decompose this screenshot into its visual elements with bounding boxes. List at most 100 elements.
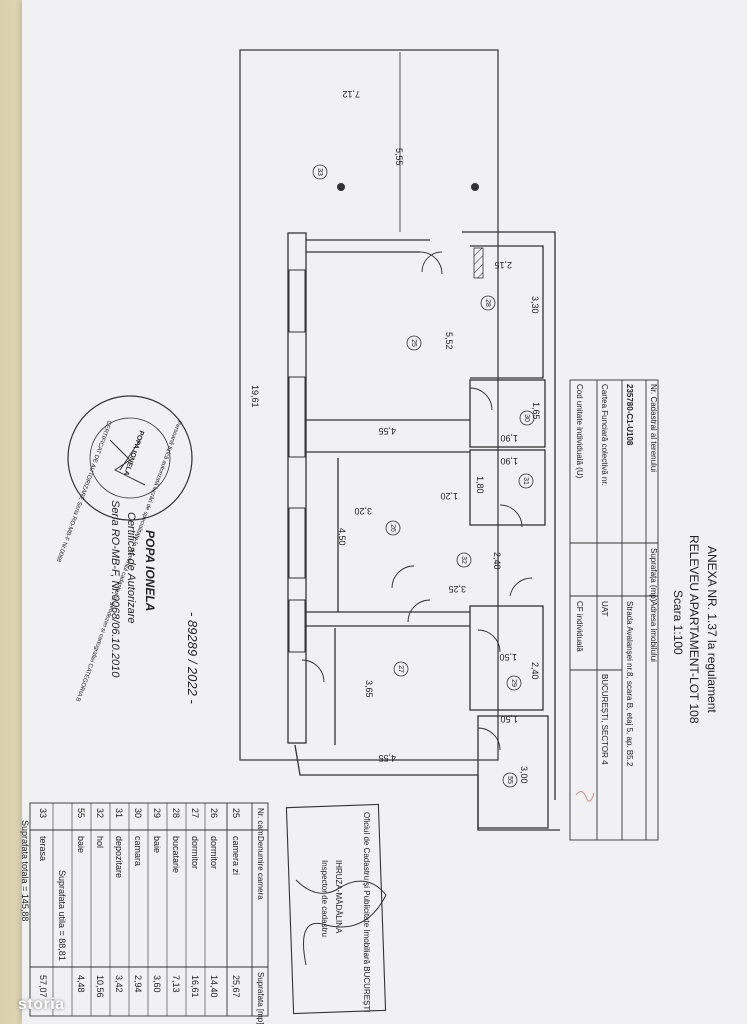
room-row-number: 32 — [95, 808, 105, 818]
handwritten-number: - 89289 / 2022 - — [185, 612, 200, 704]
dimension-labels: 7,12 5,55 19,61 2,15 3,30 5,52 4,55 1,65… — [250, 89, 541, 784]
cadastral-id: 235780-C1-U108 — [625, 384, 634, 446]
cadastral-table-text: Nr. Cadastral al terenului Suprafața (mp… — [575, 384, 658, 767]
certificate-name: POPA IONELA — [143, 530, 157, 611]
room-row-area: 3,60 — [152, 975, 162, 993]
room-number: 28 — [484, 299, 491, 307]
room-row-number: 55 — [76, 808, 86, 818]
dim-label: 3,00 — [519, 766, 529, 784]
room-number: 32 — [460, 556, 467, 564]
room-row-number: 28 — [171, 808, 181, 818]
document-header: ANEXA NR. 1.37 la regulament RELEVEU APA… — [671, 535, 719, 724]
cadastral-cell: Cod unitate individuală (U) — [575, 384, 584, 479]
stamp-cert-text: CERTIFICAT DE AUTORIZARE Seria RO-MB-F N… — [55, 419, 112, 563]
useful-area-total: Suprafata utila = 88,81 — [57, 870, 67, 961]
windows — [288, 269, 306, 653]
dim-label: 7,12 — [342, 89, 360, 99]
cadastral-cell: Nr. Cadastral al terenului — [649, 384, 658, 472]
room-number: 55 — [506, 776, 513, 784]
annex-line: ANEXA NR. 1.37 la regulament — [705, 546, 719, 713]
stamp-signature — [109, 439, 146, 486]
cadastral-cell: CF individuală — [575, 601, 584, 652]
document-scale: Scara 1:100 — [671, 590, 685, 655]
room-markers — [312, 164, 535, 788]
room-row-name: bucatarie — [171, 836, 181, 873]
rooms-table-rows — [52, 803, 206, 1016]
room-row-name: baie — [152, 836, 162, 853]
room-row-name: depozitare — [114, 836, 124, 878]
apartment-walls — [287, 231, 560, 831]
room-number: 29 — [510, 679, 517, 687]
room-row-name: dormitor — [190, 836, 200, 869]
room-row-area: 3,42 — [114, 975, 124, 993]
room-row-area: 2,94 — [133, 975, 143, 993]
dim-label: 1,90 — [500, 433, 518, 443]
ocpi-seal: Oficiul de Cadastru și Publicitate Imobi… — [285, 803, 387, 1015]
dim-label: 1,80 — [475, 476, 485, 494]
certificate-title: Certificat de Autorizare — [125, 512, 137, 623]
dim-label: 5,55 — [394, 148, 404, 166]
room-row-name: terasa — [38, 836, 48, 861]
certificate-text: POPA IONELA Certificat de Autorizare Ser… — [109, 500, 157, 678]
rooms-header: Suprafata [mp] — [256, 972, 265, 1024]
dim-label: 3,20 — [354, 506, 372, 516]
dim-label: 4,55 — [378, 753, 396, 763]
dim-label: 3,65 — [364, 680, 374, 698]
room-row-number: 26 — [209, 808, 219, 818]
cadastral-table — [569, 379, 659, 841]
room-row-number: 30 — [133, 808, 143, 818]
room-row-area: 57,07 — [38, 975, 48, 998]
dim-label: 2,40 — [492, 552, 502, 570]
dim-label: 4,50 — [337, 528, 347, 546]
room-row-number: 27 — [190, 808, 200, 818]
room-row-area: 16,61 — [190, 975, 200, 998]
cadastral-cell: Adresa imobilului — [649, 601, 658, 662]
rooms-header: Nr. cam. — [256, 808, 265, 838]
stamp-center-name: POPA IONELA — [122, 429, 145, 476]
storia-watermark: storia — [18, 996, 65, 1013]
floor-plan — [239, 49, 560, 831]
cadastral-cell: BUCUREȘTI, SECTOR 4 — [600, 674, 609, 765]
dim-label: 1,20 — [440, 491, 458, 501]
cadastral-cell: UAT — [600, 601, 609, 617]
room-row-area: 10,56 — [95, 975, 105, 998]
room-row-number: 33 — [38, 808, 48, 818]
dim-label: 3,30 — [530, 296, 540, 314]
room-row-number: 25 — [231, 808, 241, 818]
room-row-name: camera zi — [231, 836, 241, 875]
seal-role: Inspector de cadastru — [320, 860, 329, 937]
dim-label: 2,15 — [494, 260, 512, 270]
rooms-table-text: Nr. cam. Denumire camera Suprafata [mp] … — [20, 808, 265, 1024]
room-row-name: hol — [95, 836, 105, 848]
cadastral-cell: Strada Avalanșei nr.8, scara B, etaj 5, … — [625, 601, 634, 767]
document-title: RELEVEU APARTAMENT-LOT 108 — [687, 535, 701, 724]
paper-sheet — [22, 0, 747, 1024]
room-row-area: 4,48 — [76, 975, 86, 993]
dim-label: 19,61 — [250, 385, 260, 408]
room-number: 25 — [410, 339, 417, 347]
room-number-labels: 33 28 25 30 31 26 32 29 27 55 — [316, 168, 530, 784]
room-row-number: 31 — [114, 808, 124, 818]
room-row-number: 29 — [152, 808, 162, 818]
dim-label: 2,40 — [530, 662, 540, 680]
dim-label: 1,50 — [500, 714, 518, 724]
signature — [295, 879, 387, 966]
room-row-area: 7,13 — [171, 975, 181, 993]
cadastral-cell: Cartea Funciară colectivă nr. — [600, 384, 609, 486]
dim-label: 1,65 — [531, 402, 541, 420]
seal-office: Oficiul de Cadastru și Publicitate Imobi… — [362, 812, 371, 1013]
certificate-stamp: Persoană fizică autorizată lucrări de sp… — [55, 395, 193, 702]
room-number: 26 — [389, 524, 396, 532]
dim-label: 5,52 — [444, 332, 454, 350]
rooms-table — [29, 802, 269, 1017]
terrace-outline — [239, 49, 499, 761]
room-number: 33 — [316, 168, 323, 176]
room-row-name: baie — [76, 836, 86, 853]
rooms-header: Denumire camera — [256, 836, 265, 900]
red-ink-mark — [575, 791, 595, 802]
cadastral-cell: Suprafața (mp) — [649, 548, 658, 602]
hatched-column — [473, 247, 484, 279]
dim-label: 3,25 — [448, 584, 466, 594]
door-swings — [301, 251, 533, 751]
